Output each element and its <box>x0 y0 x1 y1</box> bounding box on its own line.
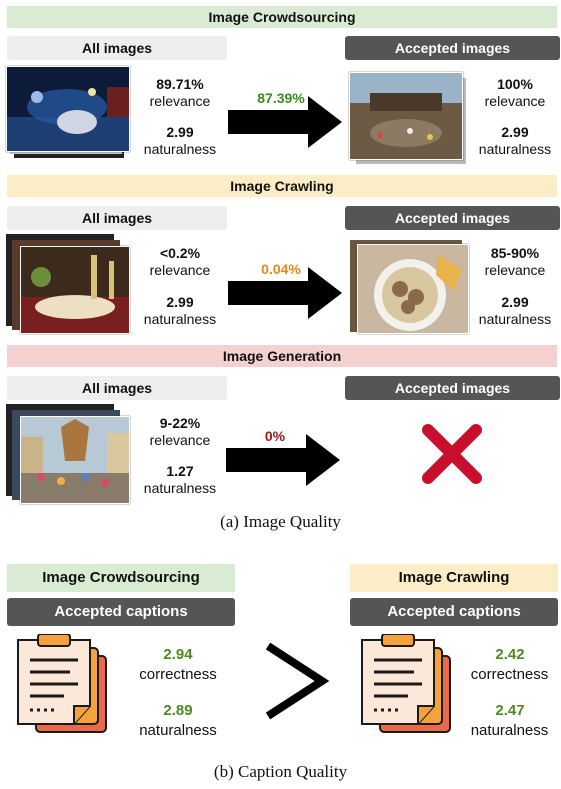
arrow-right-icon <box>226 434 340 486</box>
relevance-value: 85-90% <box>490 245 540 261</box>
relevance-label: relevance <box>149 432 211 448</box>
accepted-images-header: Accepted images <box>345 206 560 230</box>
relevance-value: 100% <box>497 76 533 92</box>
all-images-header: All images <box>7 36 227 60</box>
meatball-soup-photo <box>357 244 469 334</box>
relevance-label: relevance <box>149 93 211 109</box>
all-images-header: All images <box>7 376 227 400</box>
all-naturalness-stat: 1.27 naturalness <box>130 463 230 497</box>
naturalness-value: 1.27 <box>166 463 194 479</box>
theater-photo <box>349 72 463 160</box>
acceptance-rate: 0.04% <box>261 261 301 277</box>
naturalness-value: 2.99 <box>166 124 194 140</box>
naturalness-value: 2.99 <box>501 294 529 310</box>
naturalness-label: naturalness <box>143 141 217 157</box>
all-relevance-stat: 9-22% relevance <box>130 415 230 449</box>
band-image-crawling: Image Crawling <box>7 175 557 197</box>
naturalness-label: naturalness <box>478 141 552 157</box>
all-relevance-stat: 89.71% relevance <box>130 76 230 110</box>
relevance-label: relevance <box>149 262 211 278</box>
document-icon <box>17 634 107 733</box>
acc-naturalness-stat: 2.99 naturalness <box>465 124 561 158</box>
relevance-value: 9-22% <box>159 415 201 431</box>
greater-than-icon <box>265 642 330 720</box>
arrow-right-icon <box>228 267 342 319</box>
naturalness-label: naturalness <box>478 311 552 327</box>
caption-crawling-title: Image Crawling <box>350 564 558 592</box>
naturalness-label: naturalness <box>143 480 217 496</box>
band-image-generation: Image Generation <box>7 345 557 367</box>
correctness-value: 2.94 <box>163 646 193 663</box>
acceptance-rate: 0% <box>264 428 286 444</box>
naturalness-label: naturalness <box>139 722 217 739</box>
relevance-label: relevance <box>484 262 546 278</box>
accepted-captions-header: Accepted captions <box>350 598 558 626</box>
accepted-images-header: Accepted images <box>345 36 560 60</box>
correctness-label: correctness <box>139 666 217 683</box>
caption-caption-quality: (b) Caption Quality <box>213 762 348 781</box>
acceptance-rate: 87.39% <box>257 90 305 106</box>
band-image-crowdsourcing: Image Crowdsourcing <box>7 6 557 28</box>
acc-relevance-stat: 85-90% relevance <box>465 245 561 279</box>
naturalness-value: 2.99 <box>166 294 194 310</box>
document-icon <box>361 634 451 733</box>
acc-naturalness-stat: 2.99 naturalness <box>465 294 561 328</box>
concert-photo <box>6 66 130 152</box>
relevance-label: relevance <box>484 93 546 109</box>
arrow-right-icon <box>228 96 342 148</box>
relevance-value: 89.71% <box>156 76 204 92</box>
all-relevance-stat: <0.2% relevance <box>130 245 230 279</box>
caption-crowdsourcing-title: Image Crowdsourcing <box>7 564 235 592</box>
naturalness-value: 2.99 <box>501 124 529 140</box>
naturalness-label: naturalness <box>143 311 217 327</box>
cross-icon <box>422 424 482 484</box>
all-naturalness-stat: 2.99 naturalness <box>130 124 230 158</box>
naturalness-value: 2.89 <box>163 702 193 719</box>
acc-relevance-stat: 100% relevance <box>465 76 561 110</box>
caption-image-quality: (a) Image Quality <box>220 512 341 531</box>
all-naturalness-stat: 2.99 naturalness <box>130 294 230 328</box>
accepted-images-header: Accepted images <box>345 376 560 400</box>
relevance-value: <0.2% <box>159 245 201 261</box>
street-crowd-photo <box>20 416 130 504</box>
naturalness-value: 2.47 <box>495 702 525 719</box>
banquet-photo <box>20 246 130 334</box>
naturalness-label: naturalness <box>470 722 549 739</box>
correctness-label: correctness <box>470 666 549 683</box>
all-images-header: All images <box>7 206 227 230</box>
accepted-captions-header: Accepted captions <box>7 598 235 626</box>
correctness-value: 2.42 <box>495 646 525 663</box>
